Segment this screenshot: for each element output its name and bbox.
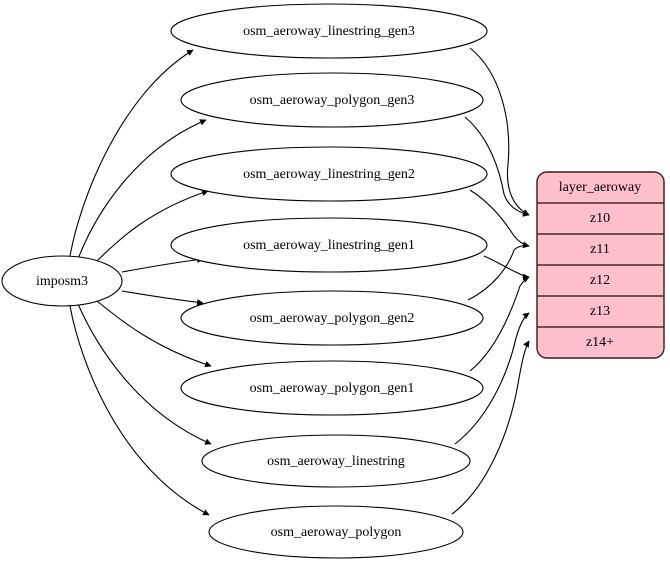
- table-ellipse[interactable]: [170, 217, 488, 273]
- table-ellipse[interactable]: [170, 146, 488, 202]
- edge-polygon-to-z14: [451, 340, 530, 515]
- edge-imposm3-to-linestring: [77, 303, 212, 445]
- edge-linestring-gen3-to-z10: [469, 47, 530, 216]
- edge-imposm3-to-linestring-gen1: [121, 256, 204, 273]
- table-label: osm_aeroway_linestring_gen2: [243, 167, 415, 182]
- table-ellipse[interactable]: [180, 360, 484, 416]
- table-label: osm_aeroway_polygon_gen2: [250, 311, 415, 326]
- node-table-2[interactable]: osm_aeroway_linestring_gen2: [170, 146, 488, 202]
- record-row-z10[interactable]: z10: [590, 211, 610, 226]
- node-table-3[interactable]: osm_aeroway_linestring_gen1: [170, 217, 488, 273]
- node-table-6[interactable]: osm_aeroway_linestring: [201, 434, 471, 488]
- table-ellipse[interactable]: [170, 3, 488, 59]
- node-table-4[interactable]: osm_aeroway_polygon_gen2: [180, 290, 484, 346]
- edge-polygon-gen1-to-z12: [469, 276, 530, 372]
- edge-polygon-gen2-to-z11: [467, 241, 530, 301]
- record-row-z11[interactable]: z11: [590, 242, 610, 257]
- record-row-z12[interactable]: z12: [590, 273, 610, 288]
- edge-polygon-gen3-to-z10: [464, 116, 530, 217]
- table-ellipse[interactable]: [180, 290, 484, 346]
- node-table-5[interactable]: osm_aeroway_polygon_gen1: [180, 360, 484, 416]
- table-label: osm_aeroway_linestring_gen3: [243, 24, 415, 39]
- imposm3-label: imposm3: [36, 274, 88, 289]
- record-row-z13[interactable]: z13: [590, 304, 610, 319]
- table-label: osm_aeroway_polygon: [271, 525, 402, 540]
- table-ellipse[interactable]: [201, 434, 471, 488]
- edge-imposm3-to-polygon: [69, 305, 210, 516]
- node-table-0[interactable]: osm_aeroway_linestring_gen3: [170, 3, 488, 59]
- edges-source-to-tables: [69, 49, 212, 516]
- table-label: osm_aeroway_linestring: [267, 454, 405, 469]
- record-outline: [536, 171, 665, 359]
- edge-imposm3-to-linestring-gen3: [69, 49, 194, 257]
- table-ellipse[interactable]: [180, 72, 484, 128]
- imposm3-ellipse[interactable]: [1, 255, 123, 307]
- node-imposm3[interactable]: imposm3: [1, 255, 123, 307]
- node-table-7[interactable]: osm_aeroway_polygon: [208, 505, 464, 559]
- edge-imposm3-to-polygon-gen1: [96, 300, 212, 368]
- record-title: layer_aeroway: [559, 180, 641, 195]
- node-table-1[interactable]: osm_aeroway_polygon_gen3: [180, 72, 484, 128]
- edge-imposm3-to-polygon-gen2: [121, 290, 204, 306]
- table-ellipse[interactable]: [208, 505, 464, 559]
- edge-linestring-to-z13: [454, 312, 530, 445]
- record-row-z14plus[interactable]: z14+: [586, 335, 614, 350]
- edge-imposm3-to-polygon-gen3: [77, 119, 207, 260]
- edge-imposm3-to-linestring-gen2: [96, 189, 209, 262]
- node-layer-aeroway-record[interactable]: layer_aeroway z10 z11 z12 z13 z14+: [536, 171, 665, 359]
- table-label: osm_aeroway_linestring_gen1: [243, 238, 415, 253]
- edges-tables-to-record: [451, 47, 530, 515]
- table-label: osm_aeroway_polygon_gen3: [250, 93, 415, 108]
- table-label: osm_aeroway_polygon_gen1: [250, 381, 415, 396]
